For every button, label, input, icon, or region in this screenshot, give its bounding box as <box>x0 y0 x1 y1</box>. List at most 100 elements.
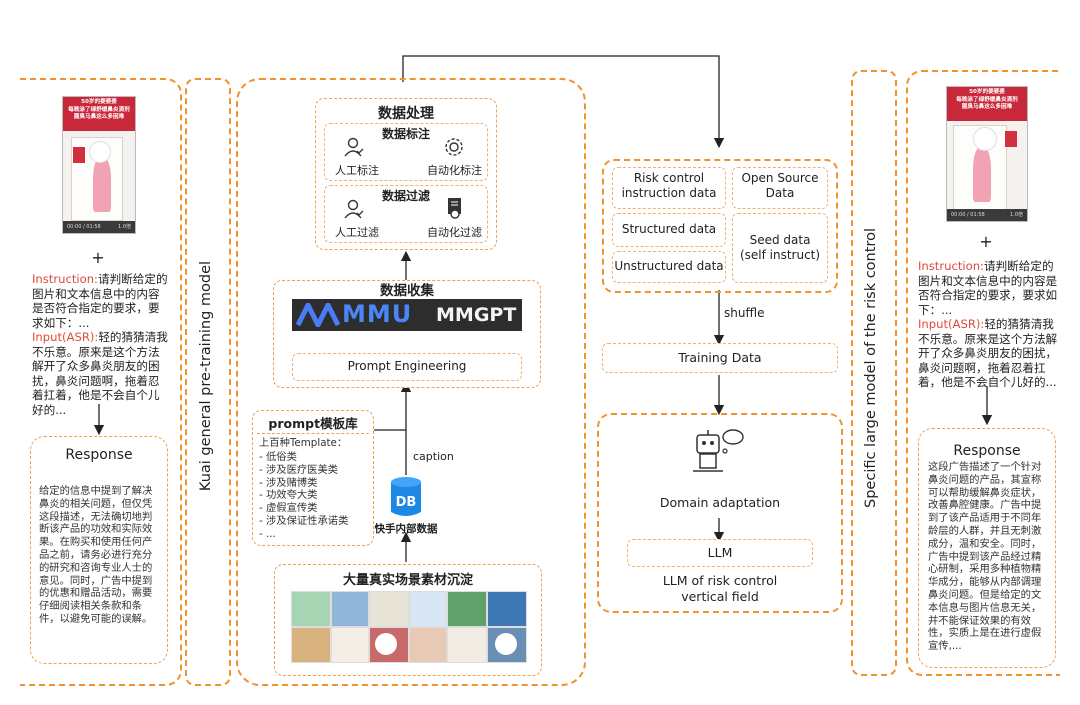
training-data-box: Training Data <box>602 343 838 373</box>
risk-control-data-label: Risk control instruction data <box>621 171 717 200</box>
video-controls[interactable]: 00:00 / 01:58 1.0倍 <box>947 209 1027 221</box>
annotation-title: 数据标注 <box>381 127 430 141</box>
collage-tile <box>291 591 331 627</box>
manual-filter-label: 人工过滤 <box>335 226 379 239</box>
blurred-face <box>973 127 997 151</box>
document-gear-icon <box>448 198 461 219</box>
data-processing-title: 数据处理 <box>378 106 434 122</box>
annotation-box: 数据标注 人工标注 自动化标注 <box>324 123 488 181</box>
seed-data-box: Seed data (self instruct) <box>732 213 828 283</box>
open-source-data-box: Open Source Data <box>732 167 828 209</box>
filtering-box: 数据过滤 人工过滤 自动化过滤 <box>324 185 488 243</box>
list-item: - 虚假宣传类 <box>259 502 318 515</box>
llm-vertical-label: LLM of risk control vertical field <box>662 573 778 604</box>
gear-icon <box>445 138 463 156</box>
mmu-logo-text: MMU <box>342 300 413 328</box>
auto-annotation-label: 自动化标注 <box>427 164 482 177</box>
collage-tile <box>291 627 331 663</box>
collage-tile <box>409 591 447 627</box>
video-banner: 50岁的姜婆婆 每晚涂了绿舒缓鼻炎滴剂 腥臭马鼻这么多困难 <box>947 87 1027 121</box>
structured-data-label: Structured data <box>621 222 717 236</box>
training-data-label: Training Data <box>678 350 762 365</box>
auto-filter-label: 自动化过滤 <box>427 226 482 239</box>
list-item: - ... <box>259 527 276 540</box>
collage-tile <box>447 627 487 663</box>
red-decoration <box>73 147 85 163</box>
prompt-library-box: prompt模板库 上百种Template： - 低俗类 - 涉及医疗医美类 -… <box>252 410 374 546</box>
llm-label: LLM <box>707 545 733 560</box>
left-response-text: 给定的信息中提到了解决鼻炎的相关问题，但仅凭这段描述，无法确切地判断该产品的功效… <box>39 485 153 625</box>
blurred-face <box>495 633 517 655</box>
person-figure <box>973 147 991 202</box>
person-figure <box>93 157 111 212</box>
left-response-box: Response 给定的信息中提到了解决鼻炎的相关问题，但仅凭这段描述，无法确切… <box>30 436 168 664</box>
prompt-engineering-label: Prompt Engineering <box>347 359 467 373</box>
shuffle-label: shuffle <box>724 306 765 320</box>
collage-tile <box>409 627 447 663</box>
mmgpt-logo-text: MMGPT <box>436 304 517 326</box>
user-icon <box>344 137 364 157</box>
right-plus: + <box>979 232 993 251</box>
collage-tile <box>331 627 369 663</box>
prompt-engineering-box: Prompt Engineering <box>292 353 522 381</box>
collage-tile <box>369 591 409 627</box>
left-response-title: Response <box>65 447 133 463</box>
red-decoration <box>1005 131 1017 147</box>
filtering-title: 数据过滤 <box>381 189 430 203</box>
list-item: - 低俗类 <box>259 451 297 463</box>
prompt-library-items: - 低俗类 - 涉及医疗医美类 - 涉及赌博类 - 功效夸大类 - 虚假宣传类 … <box>259 451 371 541</box>
mmu-mark-icon <box>296 303 340 327</box>
right-response-text: 这段广告描述了一个针对鼻炎问题的产品，其宣称可以帮助缓解鼻炎症状，改善鼻腔健康。… <box>928 461 1042 653</box>
left-panel <box>20 78 182 686</box>
real-scene-box: 大量真实场景素材沉淀 <box>274 564 542 676</box>
left-plus: + <box>91 248 105 267</box>
right-response-title: Response <box>953 443 1021 459</box>
db-caption: 快手内部数据 <box>374 523 438 535</box>
data-processing-box: 数据处理 数据标注 人工标注 自动化标注 数据过滤 人工过滤 自动化过滤 <box>315 98 497 250</box>
user-check-icon <box>344 199 364 219</box>
real-scene-title: 大量真实场景素材沉淀 <box>342 573 473 588</box>
center-panel <box>236 78 586 686</box>
right-panel <box>906 70 1060 676</box>
llm-panel: Domain adaptation LLM LLM of risk contro… <box>597 413 843 613</box>
right-label-box <box>851 70 897 676</box>
blurred-face <box>375 633 397 655</box>
data-collection-box: 数据收集 MMU MMGPT Prompt Engineering <box>273 280 541 388</box>
open-source-data-label: Open Source Data <box>741 171 819 200</box>
structured-data-box: Structured data <box>612 213 726 247</box>
unstructured-data-box: Unstructured data <box>612 251 726 283</box>
list-item: - 涉及赌博类 <box>259 476 318 489</box>
left-label-box <box>185 78 231 686</box>
right-vertical-label: Specific large model of the risk control <box>863 228 879 508</box>
caption-label: caption <box>413 450 454 463</box>
collage-tile <box>487 591 527 627</box>
list-item: - 涉及医疗医美类 <box>259 463 339 476</box>
unstructured-data-label: Unstructured data <box>614 259 724 273</box>
prompt-library-title: prompt模板库 <box>268 416 358 431</box>
right-prompt-text: Instruction:请判断给定的图片和文本信息中的内容是否符合指定的要求，要… <box>918 259 1058 389</box>
list-item: - 功效夸大类 <box>259 489 318 502</box>
data-collection-title: 数据收集 <box>380 283 434 299</box>
right-response-box: Response 这段广告描述了一个针对鼻炎问题的产品，其宣称可以帮助缓解鼻炎症… <box>918 428 1056 668</box>
video-controls[interactable]: 00:00 / 01:58 1.0倍 <box>63 221 135 233</box>
left-vertical-label: Kuai general pre-training model <box>198 260 214 492</box>
mmu-logo-bar: MMU MMGPT <box>292 299 522 331</box>
left-video-thumbnail[interactable]: 50岁的姜婆婆 每晚涂了绿舒缓鼻炎滴剂 腥臭马鼻这么多困难 00:00 / 01… <box>62 96 136 234</box>
left-prompt-text: Instruction:请判断给定的图片和文本信息中的内容是否符合指定的要求，要… <box>32 272 168 417</box>
video-banner: 50岁的姜婆婆 每晚涂了绿舒缓鼻炎滴剂 腥臭马鼻这么多困难 <box>63 97 135 131</box>
top-connector <box>402 55 725 149</box>
seed-data-label: Seed data (self instruct) <box>739 233 821 262</box>
data-sources-panel: Risk control instruction data Open Sourc… <box>602 159 838 293</box>
manual-annotation-label: 人工标注 <box>335 164 379 177</box>
robot-icon <box>693 429 744 472</box>
collage-tile <box>447 591 487 627</box>
llm-box: LLM <box>627 539 813 567</box>
right-video-thumbnail[interactable]: 50岁的姜婆婆 每晚涂了绿舒缓鼻炎滴剂 腥臭马鼻这么多困难 00:00 / 01… <box>946 86 1028 222</box>
list-item: - 涉及保证性承诺类 <box>259 514 349 527</box>
domain-adaptation-label: Domain adaptation <box>659 495 781 510</box>
image-collage <box>291 591 527 663</box>
prompt-library-intro: 上百种Template： <box>259 437 348 449</box>
risk-control-data-box: Risk control instruction data <box>612 167 726 209</box>
db-icon-label: DB <box>396 495 417 510</box>
blurred-face <box>89 141 111 163</box>
